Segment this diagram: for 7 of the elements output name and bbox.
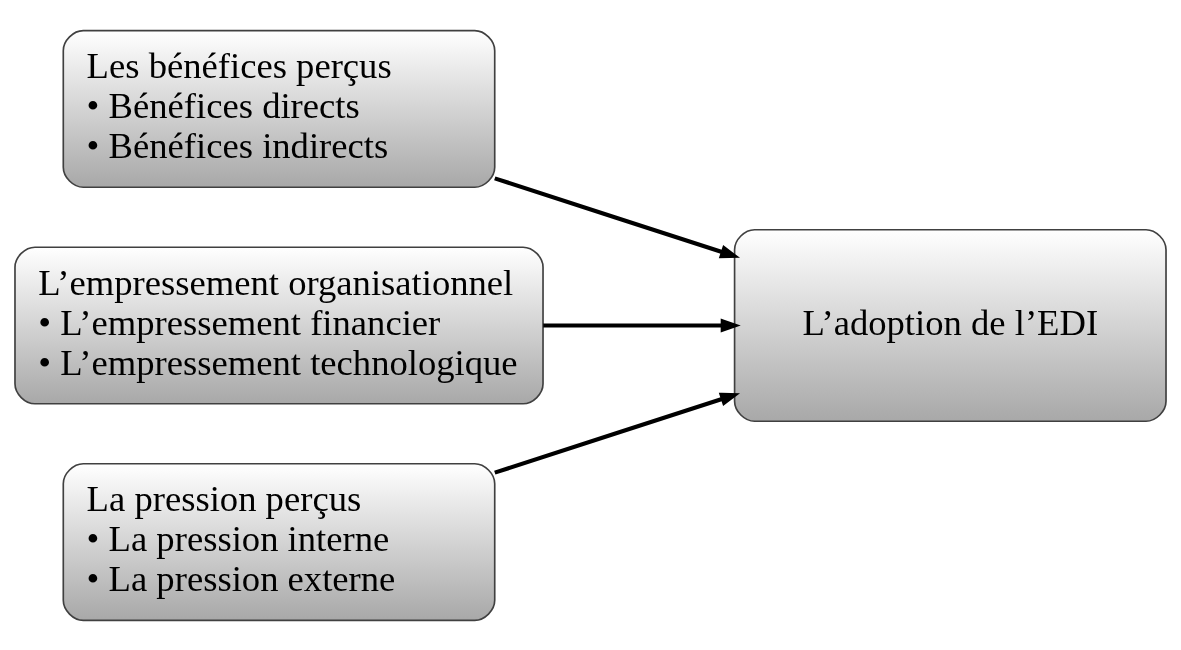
node-box: Les bénéfices perçus • Bénéfices directs • Bénéfices indirects [62,29,496,188]
node-box: L’empressement organisationnel • L’empressement financier • L’empressement technologique [14,245,544,405]
arrow [494,392,740,475]
arrow [543,318,741,332]
arrow [494,175,740,258]
node-box: La pression perçus • La pression interne • La pression externe [62,462,496,621]
node-box: L’adoption de l’EDI [733,228,1167,422]
